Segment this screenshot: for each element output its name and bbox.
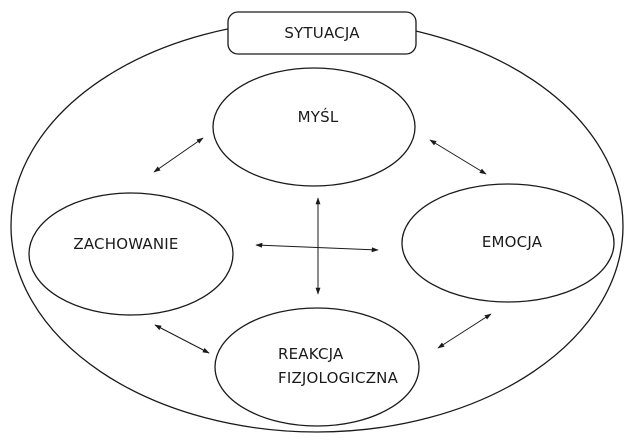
physiological-label-line2: FIZJOLOGICZNA — [278, 369, 399, 387]
emotion-label: EMOCJA — [481, 233, 543, 251]
thought-ellipse — [212, 67, 416, 187]
physiological-ellipse — [214, 307, 420, 427]
arrow-behavior-physiological — [154, 324, 210, 354]
situation-box — [227, 11, 417, 55]
emotion-ellipse — [401, 183, 615, 303]
thought-label: MYŚL — [297, 108, 339, 126]
behavior-label: ZACHOWANIE — [73, 235, 179, 253]
situation-label: SYTUACJA — [284, 24, 360, 42]
behavior-ellipse — [28, 192, 234, 316]
physiological-label: REAKCJA FIZJOLOGICZNA — [278, 342, 398, 390]
arrow-emotion-physiological — [437, 313, 492, 349]
physiological-label-line1: REAKCJA — [278, 345, 344, 363]
arrow-thought-behavior — [153, 137, 204, 173]
arrow-thought-emotion — [429, 139, 487, 175]
